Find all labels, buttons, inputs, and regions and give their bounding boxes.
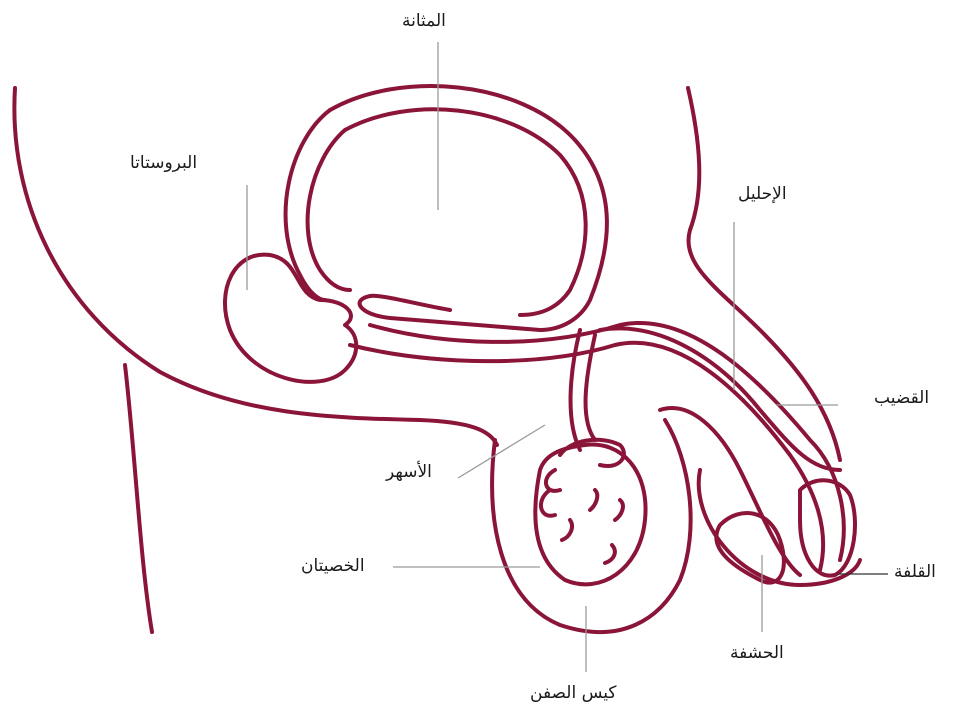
- scrotum-outline: [492, 420, 690, 632]
- label-scrotum: كيس الصفن: [530, 683, 617, 703]
- prostate-outline: [225, 255, 356, 382]
- penis-upper-outline: [600, 328, 840, 470]
- label-penis: القضيب: [874, 388, 929, 408]
- leg-contour: [125, 365, 152, 632]
- label-prostate: البروستاتا: [130, 153, 197, 173]
- sperm-mark-4: [605, 545, 615, 563]
- sperm-mark-3: [562, 520, 572, 540]
- bladder-inner: [345, 109, 586, 315]
- front-abdomen-contour: [688, 88, 840, 460]
- label-glans: الحشفة: [730, 643, 784, 663]
- sperm-mark-2: [615, 500, 623, 520]
- label-testes: الخصيتان: [301, 556, 365, 576]
- label-bladder: المثانة: [402, 11, 446, 31]
- abdomen-contour: [14, 88, 497, 445]
- label-urethra: الإحليل: [738, 184, 787, 204]
- epididymis-lobes: [541, 440, 624, 516]
- vas-deferens-tube: [571, 330, 595, 450]
- foreskin-outline: [800, 480, 855, 575]
- sperm-mark-1: [590, 490, 597, 510]
- label-vas-deferens: الأسهر: [386, 462, 432, 482]
- bladder-left-wall-inner: [308, 130, 350, 290]
- leader-vas-deferens: [458, 425, 545, 478]
- label-foreskin: القلفة: [894, 562, 936, 582]
